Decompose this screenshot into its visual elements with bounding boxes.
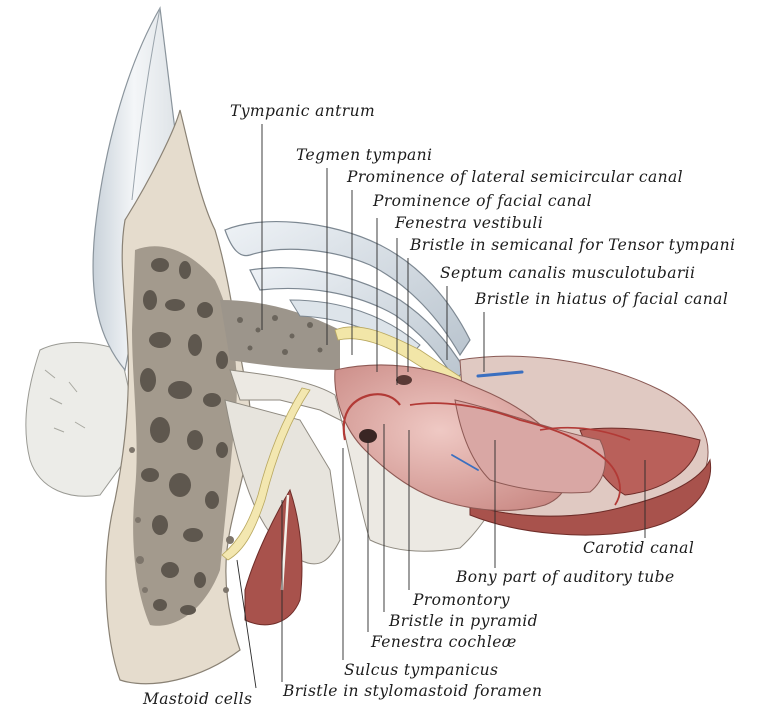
bristle-tensor-tympani [476, 370, 524, 378]
stylomastoid-tissue [244, 488, 303, 626]
label-mastoid-cells: Mastoid cells [143, 690, 253, 708]
semicircular-canals [224, 220, 471, 357]
bristle-stylomastoid [280, 494, 290, 591]
auditory-tube-red [469, 458, 712, 536]
external-bone-surface [25, 342, 141, 497]
label-bony-auditory-tube: Bony part of auditory tube [456, 568, 675, 586]
label-prominence-lateral-canal: Prominence of lateral semicircular canal [347, 168, 684, 186]
label-bristle-pyramid: Bristle in pyramid [389, 612, 538, 630]
mastoid-cell-holes [140, 258, 228, 615]
label-bristle-hiatus: Bristle in hiatus of facial canal [475, 290, 729, 308]
label-fenestra-vestibuli: Fenestra vestibuli [395, 214, 544, 232]
label-promontory: Promontory [413, 591, 510, 609]
fenestra-cochleae-hole [359, 429, 377, 443]
label-prominence-facial-canal: Prominence of facial canal [373, 192, 592, 210]
label-septum-canalis: Septum canalis musculotubarii [440, 264, 696, 282]
artery-line [342, 393, 401, 441]
tympanic-antrum-region [220, 300, 340, 370]
bristle-pyramid-blue [451, 454, 479, 471]
label-fenestra-cochleae: Fenestra cochleæ [371, 633, 517, 651]
label-bristle-stylomastoid: Bristle in stylomastoid foramen [283, 682, 543, 700]
label-bristle-tensor-tympani: Bristle in semicanal for Tensor tympani [410, 236, 736, 254]
squama-temporalis [92, 6, 176, 372]
label-tegmen-tympani: Tegmen tympani [296, 146, 433, 164]
label-sulcus-tympanicus: Sulcus tympanicus [344, 661, 499, 679]
label-tympanic-antrum: Tympanic antrum [230, 102, 376, 120]
label-carotid-canal: Carotid canal [583, 539, 695, 557]
facial-canal [221, 387, 311, 561]
leader-lines [236, 124, 646, 689]
